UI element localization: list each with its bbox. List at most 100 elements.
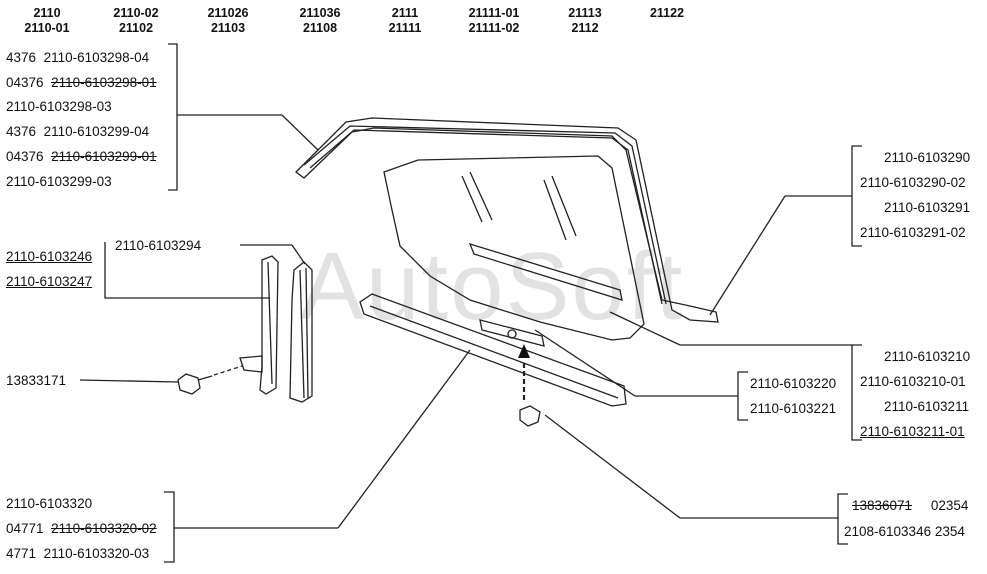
frame-seal xyxy=(295,117,719,323)
part-prefix: 4771 xyxy=(6,546,37,561)
bracket-bottom-right xyxy=(837,493,848,545)
part-prefix: 04376 xyxy=(6,75,44,90)
part-code: 2110-6103320 xyxy=(6,496,93,511)
door-glass xyxy=(383,155,645,341)
model-header-2: 2110-02 21102 xyxy=(106,6,166,36)
glass-reflection xyxy=(469,171,493,221)
model-header-line1: 211036 xyxy=(299,6,341,20)
part-prefix: 4376 xyxy=(6,124,37,139)
rail-clamp-hole xyxy=(507,329,517,339)
bracket-pillar xyxy=(104,242,270,299)
bolt-left-head xyxy=(177,373,201,395)
frame-seal-inner-2 xyxy=(309,129,663,305)
part-label-seal-right: 2110-6103294 xyxy=(115,238,202,253)
seal-strip-line xyxy=(305,267,309,399)
part-label-right-middle-3: 2110-6103211 xyxy=(884,399,970,414)
part-code: 2110-6103320-03 xyxy=(43,546,150,561)
leader-bottom-right-2 xyxy=(544,414,681,519)
bolt-arrow-icon xyxy=(518,344,530,358)
part-alt-code: 2354 xyxy=(934,524,965,539)
part-prefix: 04376 xyxy=(6,149,44,164)
part-label-top-left-1: 4376 2110-6103298-04 xyxy=(6,50,149,66)
model-header-6: 21111-01 21111-02 xyxy=(458,6,530,36)
part-code: 2110-6103299-01 xyxy=(51,149,157,164)
model-header-5: 2111 21111 xyxy=(380,6,430,36)
model-header-line2: 21111-02 xyxy=(468,21,520,35)
model-header-line1: 2110 xyxy=(33,6,61,20)
model-header-line2: 2112 xyxy=(571,21,599,35)
part-label-top-left-6: 2110-6103299-03 xyxy=(6,174,112,190)
part-label-pillar-1: 2110-6103246 xyxy=(6,249,93,264)
bolt-left-dash xyxy=(213,365,243,376)
model-header-4: 211036 21108 xyxy=(290,6,350,36)
rail-clamp xyxy=(479,319,545,347)
part-code: 2110-6103299-03 xyxy=(6,174,112,189)
part-code: 2110-6103320-02 xyxy=(51,521,157,536)
part-label-right-top-3: 2110-6103291 xyxy=(884,200,971,215)
leader-right-middle-2 xyxy=(609,311,681,346)
lower-rail-line xyxy=(369,305,619,399)
frame-seal-inner xyxy=(303,125,667,305)
model-header-line1: 21113 xyxy=(568,6,602,20)
part-label-bottom-right-2: 2108-6103346 2354 xyxy=(844,524,965,540)
leader-right-top-2 xyxy=(709,195,786,316)
pillar-channel-inner xyxy=(267,261,273,385)
part-label-bottom-right-1: 13836071 02354 xyxy=(852,498,968,514)
part-code: 13836071 xyxy=(852,498,913,513)
seal-strip-line xyxy=(299,269,305,399)
bracket-bottom-left xyxy=(164,491,175,563)
bracket-rail xyxy=(737,371,748,421)
leader-top-left-2 xyxy=(281,114,319,151)
part-code: 2110-6103298-04 xyxy=(43,50,150,65)
part-label-right-middle-1: 2110-6103210 xyxy=(884,349,971,364)
part-label-right-top-2: 2110-6103290-02 xyxy=(860,175,966,190)
part-label-right-middle-2: 2110-6103210-01 xyxy=(860,374,966,389)
glass-reflection xyxy=(461,175,483,223)
part-label-rail-1: 2110-6103220 xyxy=(750,376,837,391)
part-label-top-left-5: 04376 2110-6103299-01 xyxy=(6,149,157,165)
part-code: 2110-6103298-03 xyxy=(6,99,112,114)
part-label-rail-2: 2110-6103221 xyxy=(750,401,837,416)
model-header-line2: 21102 xyxy=(118,21,154,35)
model-header-line2: 2110-01 xyxy=(24,21,70,35)
leader-bolt-left xyxy=(79,379,179,383)
part-label-right-top-1: 2110-6103290 xyxy=(884,150,971,165)
part-label-bottom-left-2: 04771 2110-6103320-02 xyxy=(6,521,157,537)
part-label-top-left-3: 2110-6103298-03 xyxy=(6,99,112,115)
model-header-line1: 211026 xyxy=(207,6,249,20)
part-alt-code: 02354 xyxy=(930,498,969,513)
model-header-line1: 21122 xyxy=(649,6,685,20)
model-header-line2: 21103 xyxy=(210,21,246,35)
leader-seal-right-2 xyxy=(291,244,306,265)
part-code: 2110-6103298-01 xyxy=(51,75,157,90)
part-prefix: 4376 xyxy=(6,50,37,65)
part-label-pillar-2: 2110-6103247 xyxy=(6,274,93,289)
part-label-top-left-2: 04376 2110-6103298-01 xyxy=(6,75,157,91)
bolt-bottom-head xyxy=(519,405,541,427)
lower-rail xyxy=(359,293,627,407)
part-label-top-left-4: 4376 2110-6103299-04 xyxy=(6,124,149,140)
part-label-bottom-left-3: 4771 2110-6103320-03 xyxy=(6,546,149,562)
part-label-bottom-left-1: 2110-6103320 xyxy=(6,496,92,512)
model-header-line1: 2111 xyxy=(391,6,419,20)
model-header-8: 21122 xyxy=(640,6,694,21)
bracket-right-middle xyxy=(851,344,862,441)
model-header-1: 2110 2110-01 xyxy=(22,6,72,36)
seal-strip xyxy=(289,261,313,403)
model-header-3: 211026 21103 xyxy=(198,6,258,36)
leader-rail-2 xyxy=(534,329,636,397)
glass-channel xyxy=(468,242,623,301)
bolt-left-shank xyxy=(197,375,213,381)
bracket-top-left xyxy=(168,43,178,191)
part-prefix: 04771 xyxy=(6,521,44,536)
part-label-right-top-4: 2110-6103291-02 xyxy=(860,225,966,240)
part-label-bolt-left: 13833171 xyxy=(6,373,67,388)
glass-reflection xyxy=(551,175,577,237)
glass-reflection xyxy=(543,179,567,241)
model-header-7: 21113 2112 xyxy=(558,6,612,36)
model-header-line2: 21108 xyxy=(302,21,338,35)
model-header-line1: 21111-01 xyxy=(468,6,520,20)
part-code: 2108-6103346 xyxy=(844,524,932,539)
